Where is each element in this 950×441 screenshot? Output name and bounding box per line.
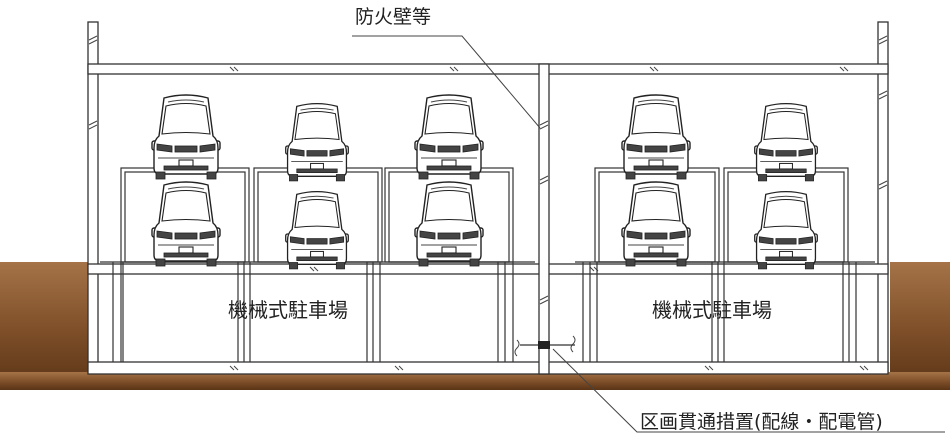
penetration-label: 区画貫通措置(配線・配電管) [640,411,883,433]
car-icon [414,94,484,180]
ground-left [0,262,92,390]
car-icon [414,181,484,267]
ground-right [890,262,950,390]
car-icon [151,94,221,180]
car-icon [285,190,349,270]
basement-slab [87,263,889,275]
penetration-marker [514,335,945,433]
upper-slab [87,63,889,75]
ground-bottom [0,372,950,390]
car-icon [151,181,221,267]
parking-left-label: 機械式駐車場 [228,298,348,322]
car-icon [754,190,818,270]
car-icon [285,102,349,182]
firewall-label: 防火壁等 [355,6,432,28]
bottom-slab [87,361,889,375]
car-icon [621,94,691,180]
car-icon [621,181,691,267]
leader-line [352,35,541,129]
car-icon [754,102,818,182]
break-marks [88,35,888,371]
firewall-partition [538,63,550,375]
parking-right-label: 機械式駐車場 [652,298,772,322]
